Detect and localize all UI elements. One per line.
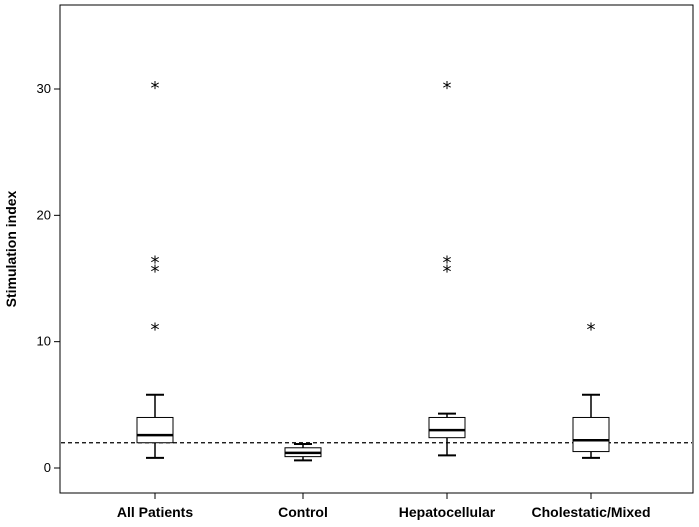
y-axis: 0 10 20 30 bbox=[37, 81, 60, 475]
box-0: **** bbox=[136, 78, 174, 459]
y-axis-title: Stimulation index bbox=[3, 190, 19, 307]
outlier-marker: * bbox=[151, 253, 160, 274]
x-category-label: Hepatocellular bbox=[399, 504, 496, 520]
x-category-label: Control bbox=[278, 504, 328, 520]
outlier-marker: * bbox=[587, 320, 596, 341]
outlier-marker: * bbox=[151, 320, 160, 341]
outlier-marker: * bbox=[443, 261, 452, 282]
outlier-marker: * bbox=[443, 253, 452, 274]
box-1 bbox=[284, 442, 322, 462]
box-3: * bbox=[572, 320, 610, 459]
box-iqr bbox=[428, 416, 466, 439]
y-tick-label: 20 bbox=[37, 207, 51, 222]
outlier-marker: * bbox=[443, 78, 452, 99]
y-tick-label: 10 bbox=[37, 334, 51, 349]
plot-area bbox=[59, 4, 694, 494]
box-iqr bbox=[572, 416, 610, 453]
x-category-label: Cholestatic/Mixed bbox=[531, 504, 650, 520]
y-tick-label: 30 bbox=[37, 81, 51, 96]
x-axis: All Patients Control Hepatocellular Cholest… bbox=[117, 493, 651, 520]
boxes-layer: ******** bbox=[136, 78, 610, 462]
outlier-marker: * bbox=[151, 78, 160, 99]
outlier-marker: * bbox=[151, 261, 160, 282]
x-category-label: All Patients bbox=[117, 504, 193, 520]
box-2: *** bbox=[428, 78, 466, 457]
box-iqr bbox=[136, 416, 174, 444]
y-tick-label: 0 bbox=[44, 460, 51, 475]
